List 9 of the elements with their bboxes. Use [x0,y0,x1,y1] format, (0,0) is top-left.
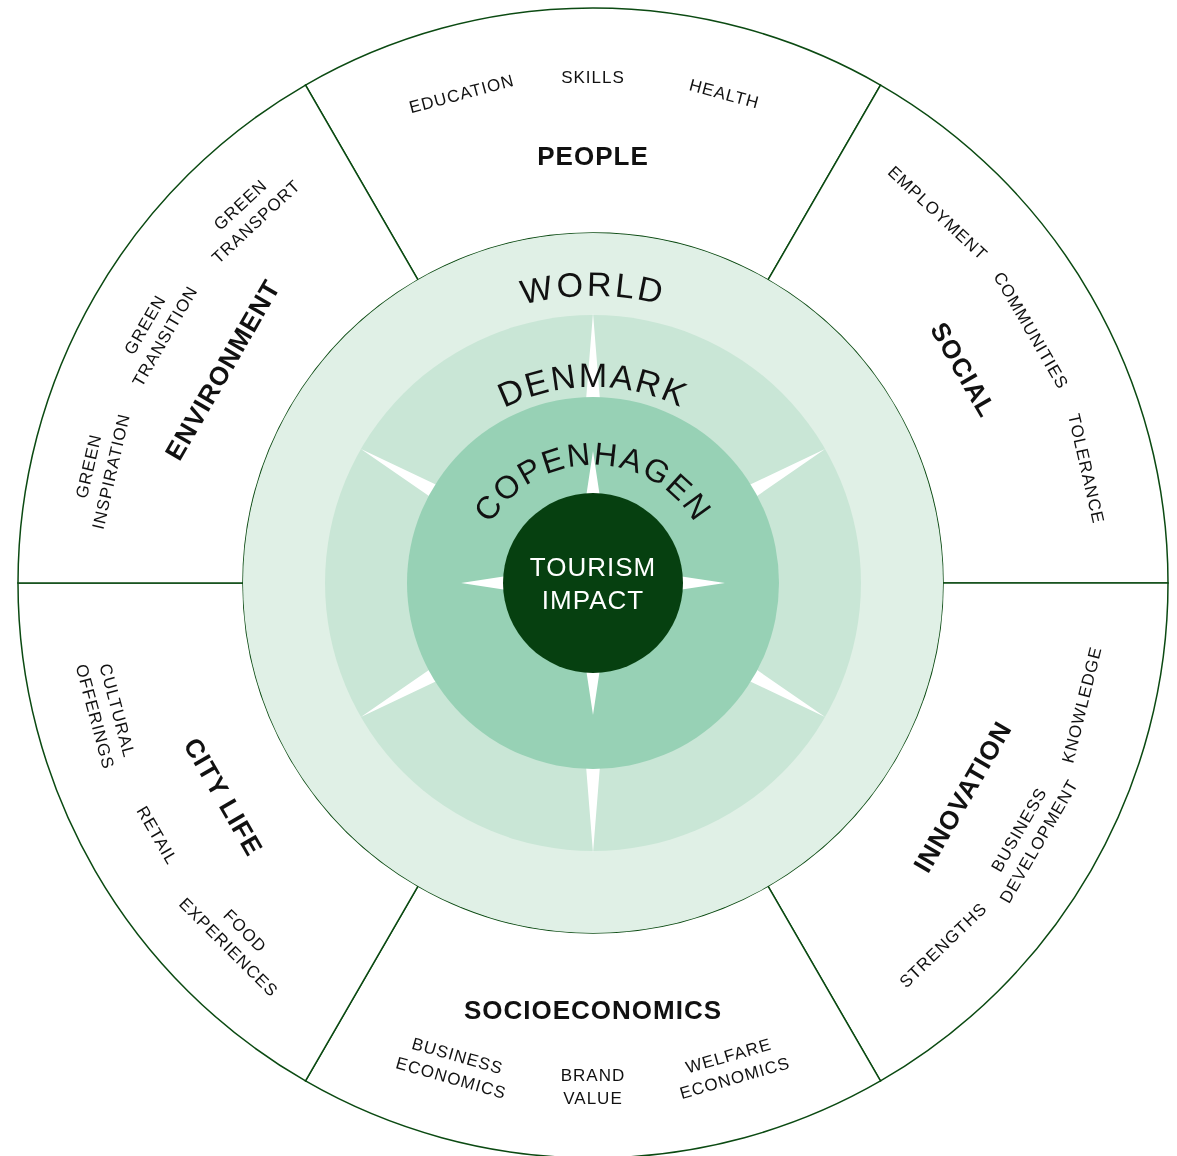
wheel-segment [303,884,883,1156]
segment-topic: BRAND VALUE [560,1065,626,1110]
wheel-segment [766,83,1170,585]
ring-label: WORLD [517,264,670,312]
segment-topic: SKILLS [561,66,625,89]
ring-label: DENMARK [492,355,695,415]
center-title: TOURISM IMPACT [528,550,658,616]
segment-heading: SOCIOECONOMICS [463,994,723,1026]
segment-heading: PEOPLE [537,140,649,172]
